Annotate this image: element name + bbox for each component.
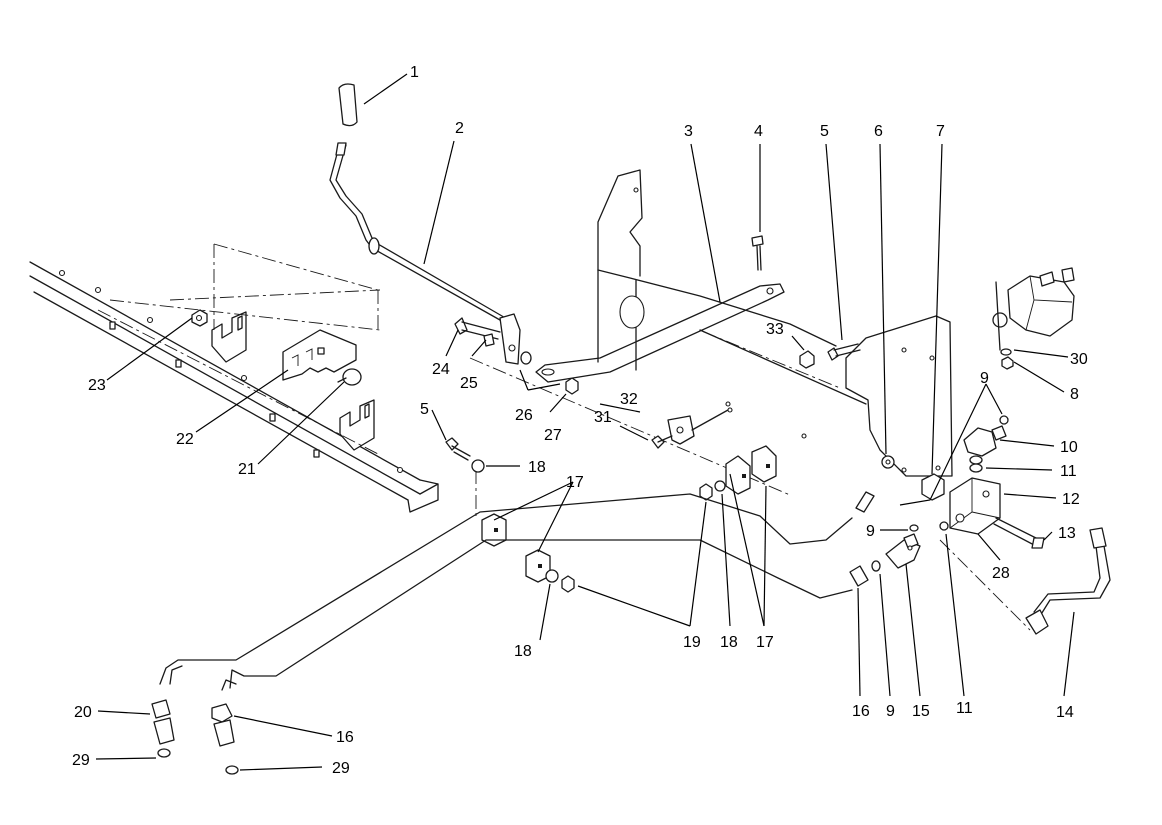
- callout-5-right: 5: [820, 123, 829, 140]
- callout-32: 32: [620, 391, 638, 408]
- callout-30: 30: [1070, 351, 1088, 368]
- callout-28: 28: [992, 565, 1010, 582]
- callout-22: 22: [176, 431, 194, 448]
- callout-11-lower: 11: [956, 700, 973, 717]
- callout-3: 3: [684, 123, 693, 140]
- nut-27: [565, 377, 579, 395]
- callout-5-left: 5: [420, 401, 429, 418]
- o-ring-11: [939, 463, 983, 531]
- callout-24: 24: [432, 361, 450, 378]
- callout-18-upper: 18: [528, 459, 546, 476]
- knob: [338, 83, 358, 127]
- callout-11-upper: 11: [1060, 463, 1077, 480]
- callout-16-right: 16: [852, 703, 870, 720]
- callout-16-left: 16: [336, 729, 354, 746]
- washer-26: [520, 351, 532, 365]
- callout-31: 31: [594, 409, 612, 426]
- callout-14: 14: [1056, 704, 1074, 721]
- mount-bracket: [597, 169, 867, 405]
- callout-1: 1: [410, 64, 419, 81]
- callout-17-right: 17: [756, 634, 774, 651]
- clip-upper: [725, 445, 777, 495]
- tee-fitting-15: [871, 524, 921, 572]
- callout-labels: 1 2 3 4 5 6 7 9 30 8 10 11 12 13 9 28 14…: [72, 64, 1088, 777]
- bolt-4: [751, 235, 764, 271]
- callout-18-lower: 18: [514, 643, 532, 660]
- side-plate: [845, 315, 953, 477]
- callout-9-middle: 9: [866, 523, 875, 540]
- callout-27: 27: [544, 427, 562, 444]
- callout-8: 8: [1070, 386, 1079, 403]
- callout-10: 10: [1060, 439, 1078, 456]
- nuts-19: [561, 483, 713, 593]
- shoulder-bolt: [454, 317, 501, 347]
- callout-17-left: 17: [566, 474, 584, 491]
- bolt-5-left: [445, 437, 471, 461]
- callout-12: 12: [1062, 491, 1080, 508]
- link-rod: [535, 283, 785, 383]
- callout-21: 21: [238, 461, 256, 478]
- callout-29-left: 29: [72, 752, 90, 769]
- callout-26: 26: [515, 407, 533, 424]
- mounting-plate: [282, 329, 357, 381]
- frame-rail: [29, 261, 439, 513]
- callout-15: 15: [912, 703, 930, 720]
- callout-25: 25: [460, 375, 478, 392]
- o-ring-9: [999, 415, 1009, 425]
- carriage-bolt: [337, 368, 362, 386]
- callout-6: 6: [874, 123, 883, 140]
- construction-lines: [97, 243, 1031, 631]
- callout-29-right: 29: [332, 760, 350, 777]
- callout-9-upper: 9: [980, 370, 989, 387]
- callout-2: 2: [455, 120, 464, 137]
- tube-14: [1025, 527, 1111, 635]
- bolt-13: [993, 517, 1045, 549]
- shift-lever: [329, 142, 521, 365]
- small-bracket: [651, 401, 807, 449]
- callout-7: 7: [936, 123, 945, 140]
- elbow-10: [963, 425, 1007, 465]
- callout-13: 13: [1058, 525, 1076, 542]
- callout-33: 33: [766, 321, 784, 338]
- o-rings-29: [157, 748, 239, 775]
- callout-23: 23: [88, 377, 106, 394]
- nut-33: [799, 350, 815, 369]
- nut-23: [191, 309, 208, 327]
- valve-30: [992, 267, 1075, 370]
- callout-4: 4: [754, 123, 763, 140]
- hydraulic-tubes: [159, 493, 853, 691]
- callout-9-lower: 9: [886, 703, 895, 720]
- spacer-7: [921, 473, 945, 501]
- callout-20: 20: [74, 704, 92, 721]
- leader-lines: [95, 73, 1075, 771]
- fittings-16: [151, 491, 875, 747]
- callout-18-right: 18: [720, 634, 738, 651]
- washer-6: [881, 455, 895, 469]
- bolt-5-right: [827, 343, 861, 361]
- valve-block: [949, 477, 1001, 535]
- callout-19: 19: [683, 634, 701, 651]
- washers-18: [471, 459, 726, 583]
